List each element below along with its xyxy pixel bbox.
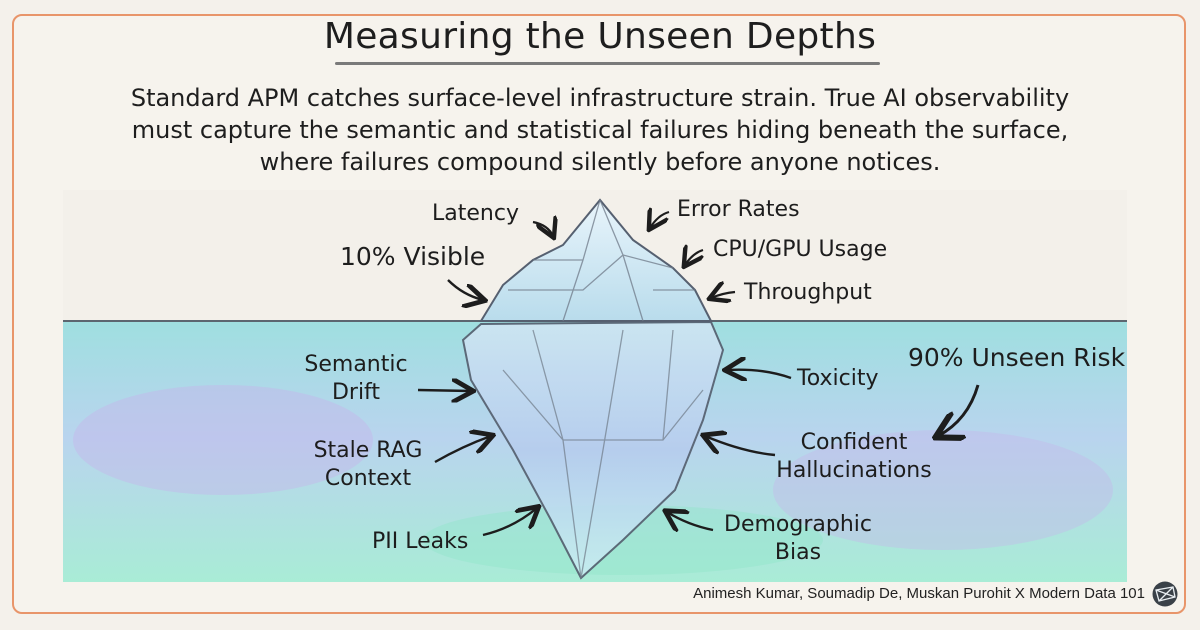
metric-cpu-gpu: CPU/GPU Usage [713,237,888,262]
iceberg-underwater [461,320,725,580]
arrow-throughput [711,292,736,298]
risk-stale-rag-line1: Stale RAG [313,438,423,463]
iceberg-tip [479,198,713,322]
iceberg-facets [502,329,704,579]
metric-throughput: Throughput [744,280,872,305]
water-blob [73,385,373,495]
risk-demographic-bias-line1: Demographic [724,512,872,537]
arrow-semantic-drift [417,390,471,391]
metric-error-rates: Error Rates [677,197,800,222]
credit-line: Animesh Kumar, Soumadip De, Muskan Puroh… [693,585,1145,602]
globe-logo-icon [1152,581,1178,607]
title-underline [335,62,880,65]
subtitle-line-2: must capture the semantic and statistica… [131,116,1069,144]
risk-toxicity: Toxicity [797,366,879,391]
risk-hallucinations-line2: Hallucinations [776,458,932,483]
risk-demographic-bias-line2: Bias [774,540,822,565]
iceberg-tip-facets [508,199,695,322]
iceberg-illustration [63,190,1127,582]
arrow-hallucinations [705,436,776,457]
subtitle: Standard APM catches surface-level infra… [0,82,1200,178]
arrow-cpu-gpu [685,250,703,265]
water-blob [773,430,1113,550]
unseen-label: 90% Unseen Risk [908,343,1126,372]
arrow-visible [447,279,483,300]
arrow-latency [532,222,553,236]
risk-semantic-drift-line2: Drift [331,380,381,405]
page-title: Measuring the Unseen Depths [323,16,877,57]
subtitle-line-3: where failures compound silently before … [259,148,941,176]
risk-hallucinations: Confident Hallucinations [770,429,938,485]
risk-demographic-bias: Demographic Bias [722,511,874,567]
arrow-unseen [938,384,980,436]
arrow-pii [482,508,537,537]
arrow-toxicity [727,370,792,378]
arrow-error-rates [650,212,670,228]
arrow-stale-rag [434,436,491,464]
risk-stale-rag: Stale RAG Context [306,437,430,493]
risk-hallucinations-line1: Confident [800,430,908,455]
risk-semantic-drift-line1: Semantic [304,352,408,377]
risk-stale-rag-line2: Context [324,466,412,491]
subtitle-line-1: Standard APM catches surface-level infra… [130,84,1070,112]
risk-pii-leaks: PII Leaks [372,529,469,554]
visible-label: 10% Visible [340,242,486,271]
arrow-bias [667,512,714,530]
metric-latency: Latency [432,201,519,226]
risk-semantic-drift: Semantic Drift [300,351,412,407]
